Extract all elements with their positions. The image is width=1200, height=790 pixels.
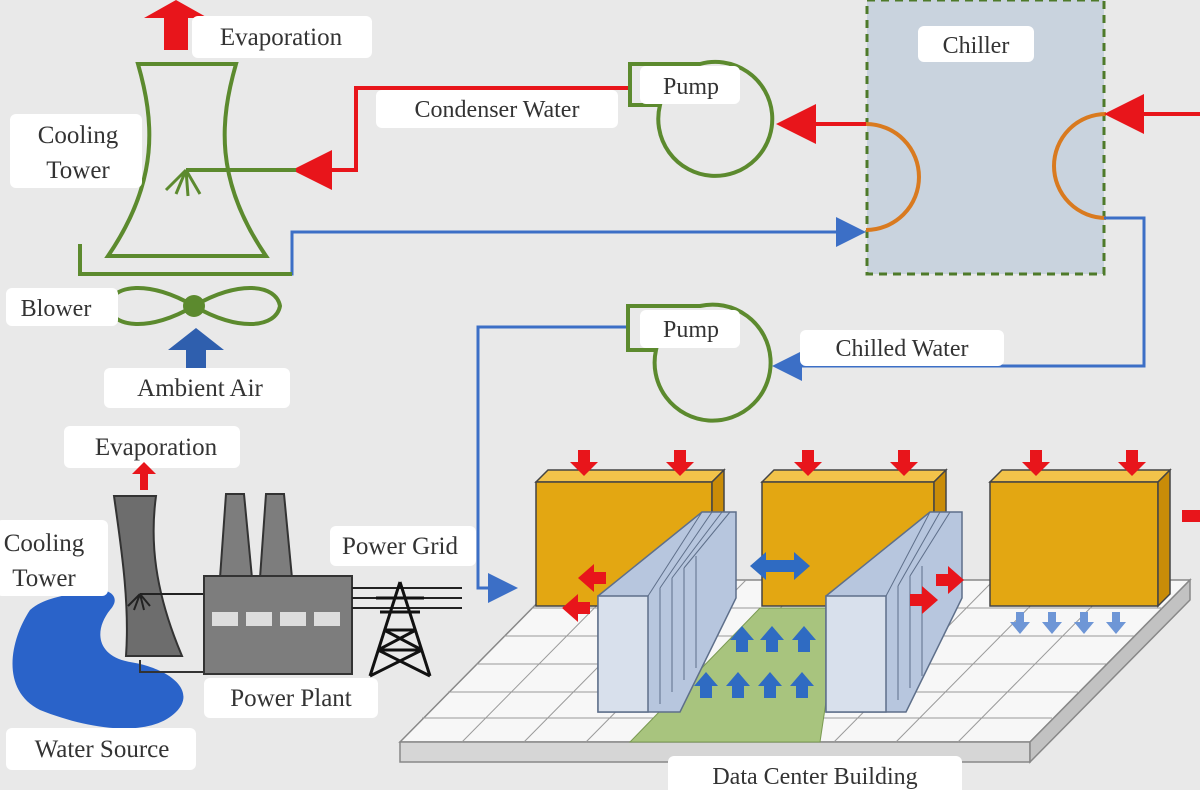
evaporator-coil	[1052, 112, 1107, 220]
data-center-floor	[398, 578, 1192, 764]
chiller-label-box	[918, 26, 1034, 62]
cooling-tower-top-label-2: Tower	[46, 157, 110, 184]
rack-row-2	[825, 511, 963, 713]
ambient-air-label-box	[104, 368, 290, 408]
chilled-water-label: Chilled Water	[836, 336, 969, 362]
power-plant-label: Power Plant	[230, 685, 352, 712]
blower-fan-icon	[105, 286, 283, 326]
hot-air-intake-arrows	[570, 450, 1146, 476]
power-plant	[203, 493, 353, 675]
condenser-water-label: Condenser Water	[415, 97, 580, 123]
cooling-tower-bottom-label-box	[0, 520, 108, 596]
evaporation-bottom-label-box	[64, 426, 240, 468]
cooling-tower-top-label-box	[10, 114, 142, 188]
evaporation-top-arrow	[144, 0, 208, 50]
spray-nozzle-icon	[164, 168, 202, 197]
cooling-tower-bottom-label-1: Cooling	[4, 530, 85, 557]
chilled-water-label-box	[800, 330, 1004, 366]
cooling-tower-bottom	[112, 495, 184, 657]
condenser-water-label-box	[376, 90, 618, 128]
cooling-tower-bottom-label-2: Tower	[12, 565, 76, 592]
cold-air-supply-arrows	[694, 626, 816, 698]
pump-middle-label-box	[640, 310, 740, 348]
data-center-building-label: Data Center Building	[712, 764, 917, 790]
data-center-label-box	[668, 756, 962, 790]
ambient-air-label: Ambient Air	[137, 375, 263, 402]
pump-middle-label: Pump	[663, 317, 719, 343]
chilled-supply-line	[476, 325, 628, 603]
chiller-label: Chiller	[943, 33, 1010, 59]
water-source-label: Water Source	[35, 736, 170, 763]
evaporation-bottom-arrow	[132, 462, 156, 490]
water-source-label-box	[6, 728, 196, 770]
hot-exhaust-arrows	[562, 510, 1200, 622]
blower-label: Blower	[21, 296, 92, 322]
transmission-tower-icon	[368, 581, 432, 678]
power-grid-label-box	[330, 526, 476, 566]
pump-top-label: Pump	[663, 74, 719, 100]
evaporation-bottom-label: Evaporation	[95, 434, 218, 461]
ambient-air-arrow	[168, 328, 224, 378]
cooling-tower-top-label-1: Cooling	[38, 122, 119, 149]
tower-return-line	[80, 217, 866, 276]
condenser-water-line	[292, 86, 630, 190]
crah-3-supply-arrows	[1010, 612, 1126, 634]
crah-unit-3	[988, 468, 1172, 608]
pump-top-label-box	[640, 66, 740, 104]
water-source	[12, 588, 184, 729]
cooling-tower-top	[78, 62, 296, 276]
evaporation-top-label: Evaporation	[220, 24, 343, 51]
blower-label-box	[6, 288, 118, 326]
condenser-coil	[865, 122, 921, 232]
power-grid-label: Power Grid	[342, 533, 458, 560]
air-exchange-arrow	[750, 552, 810, 580]
rack-row-1	[597, 511, 737, 713]
evaporation-top-label-box	[192, 16, 372, 58]
power-plant-label-box	[204, 678, 378, 718]
